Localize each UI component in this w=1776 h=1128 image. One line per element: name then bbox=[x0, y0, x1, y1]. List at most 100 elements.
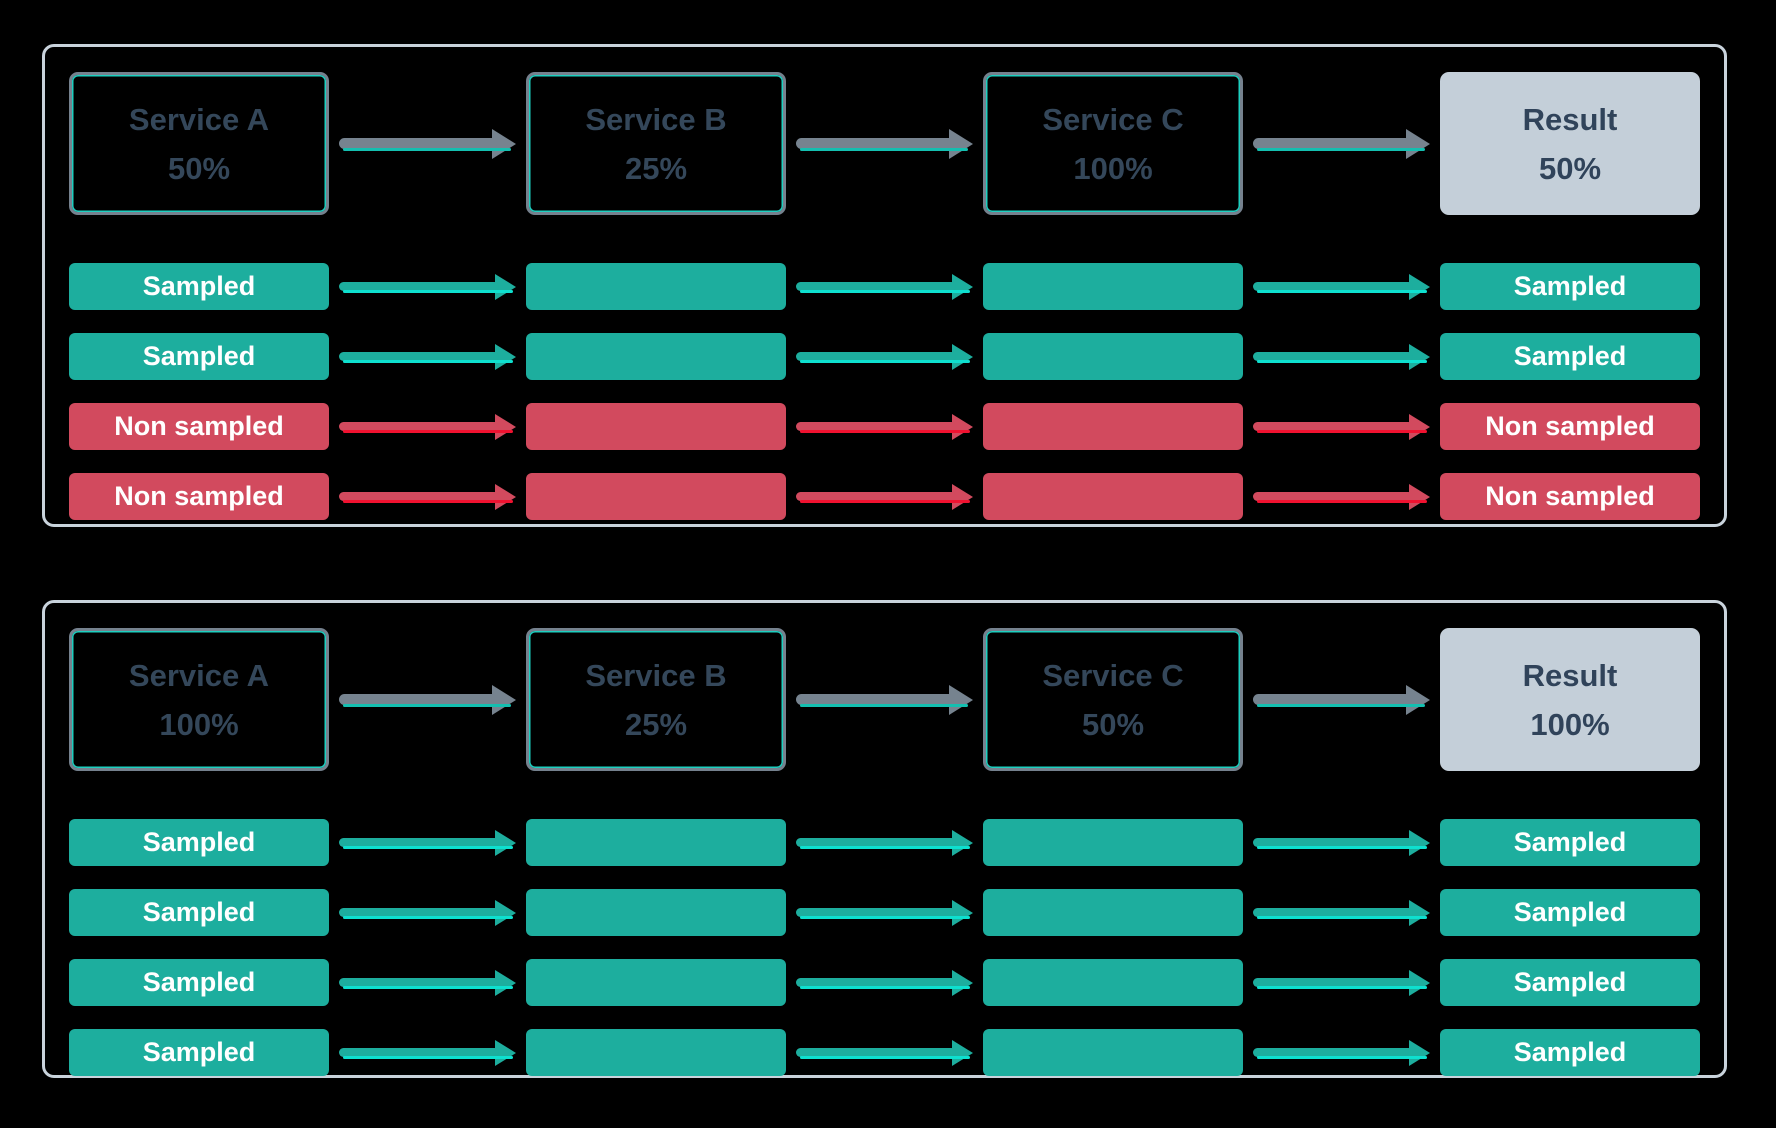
arrow-shaft bbox=[1253, 138, 1425, 151]
flow-arrow-icon bbox=[339, 680, 516, 720]
trace-label: Non sampled bbox=[69, 473, 329, 520]
arrow-head bbox=[1409, 1039, 1430, 1066]
arrow-head bbox=[1409, 413, 1430, 440]
arrow-underline bbox=[800, 148, 968, 151]
arrow-shaft bbox=[339, 422, 513, 433]
result-rate: 100% bbox=[1530, 706, 1610, 742]
trace-label: Sampled bbox=[1440, 889, 1700, 936]
trace-arrow-icon bbox=[339, 477, 516, 517]
arrow-shaft bbox=[339, 838, 513, 849]
trace-segment bbox=[526, 959, 786, 1006]
arrow-head bbox=[1409, 273, 1430, 300]
flow-arrow-icon bbox=[796, 680, 973, 720]
arrow-shaft bbox=[339, 492, 513, 503]
trace-label: Sampled bbox=[1440, 263, 1700, 310]
trace-arrow-icon bbox=[1253, 1033, 1430, 1073]
trace-label: Sampled bbox=[69, 1029, 329, 1076]
service-rate: 50% bbox=[167, 150, 231, 186]
trace-label: Sampled bbox=[69, 263, 329, 310]
trace-arrow-icon bbox=[796, 823, 973, 863]
trace-segment bbox=[983, 1029, 1243, 1076]
trace-segment bbox=[983, 403, 1243, 450]
trace-arrow-icon bbox=[1253, 267, 1430, 307]
flow-arrow-icon bbox=[339, 124, 516, 164]
service-rate: 25% bbox=[624, 706, 688, 742]
trace-segment bbox=[526, 403, 786, 450]
trace-arrow-icon bbox=[1253, 893, 1430, 933]
trace-arrow-icon bbox=[339, 1033, 516, 1073]
arrow-underline bbox=[343, 986, 513, 989]
trace-arrow-icon bbox=[1253, 477, 1430, 517]
arrow-underline bbox=[800, 846, 970, 849]
arrow-shaft bbox=[339, 352, 513, 363]
trace-row: Non sampled Non sampled bbox=[69, 473, 1700, 520]
trace-arrow-icon bbox=[339, 337, 516, 377]
trace-arrow-icon bbox=[1253, 407, 1430, 447]
arrow-underline bbox=[800, 1056, 970, 1059]
arrow-shaft bbox=[796, 694, 968, 707]
arrow-underline bbox=[1257, 704, 1425, 707]
arrow-underline bbox=[800, 430, 970, 433]
arrow-underline bbox=[343, 1056, 513, 1059]
service-name: Service B bbox=[585, 657, 727, 693]
arrow-head bbox=[495, 899, 516, 926]
arrow-underline bbox=[800, 360, 970, 363]
trace-label: Sampled bbox=[1440, 959, 1700, 1006]
trace-segment bbox=[526, 473, 786, 520]
trace-segment bbox=[526, 889, 786, 936]
arrow-shaft bbox=[1253, 838, 1427, 849]
arrow-underline bbox=[343, 430, 513, 433]
arrow-underline bbox=[800, 500, 970, 503]
arrow-head bbox=[1409, 829, 1430, 856]
arrow-shaft bbox=[1253, 908, 1427, 919]
trace-label: Sampled bbox=[1440, 1029, 1700, 1076]
trace-label: Non sampled bbox=[1440, 473, 1700, 520]
arrow-shaft bbox=[339, 978, 513, 989]
arrow-underline bbox=[800, 916, 970, 919]
arrow-underline bbox=[1257, 500, 1427, 503]
arrow-underline bbox=[343, 704, 511, 707]
arrow-underline bbox=[1257, 430, 1427, 433]
trace-label: Non sampled bbox=[1440, 403, 1700, 450]
arrow-underline bbox=[1257, 1056, 1427, 1059]
arrow-head bbox=[952, 829, 973, 856]
trace-arrow-icon bbox=[339, 407, 516, 447]
arrow-shaft bbox=[1253, 282, 1427, 293]
trace-label: Sampled bbox=[1440, 333, 1700, 380]
arrow-underline bbox=[1257, 360, 1427, 363]
arrow-shaft bbox=[796, 492, 970, 503]
arrow-underline bbox=[343, 500, 513, 503]
service-rate: 100% bbox=[159, 706, 239, 742]
trace-row: Non sampled Non sampled bbox=[69, 403, 1700, 450]
service-name: Service B bbox=[585, 101, 727, 137]
service-box: Service B 25% bbox=[526, 628, 786, 771]
arrow-underline bbox=[1257, 290, 1427, 293]
arrow-shaft bbox=[339, 694, 511, 707]
trace-label: Non sampled bbox=[69, 403, 329, 450]
trace-segment bbox=[526, 333, 786, 380]
arrow-underline bbox=[1257, 916, 1427, 919]
flow-arrow-icon bbox=[1253, 124, 1430, 164]
trace-arrow-icon bbox=[796, 477, 973, 517]
trace-arrow-icon bbox=[796, 337, 973, 377]
trace-segment bbox=[983, 473, 1243, 520]
trace-row: Sampled Sampled bbox=[69, 1029, 1700, 1076]
trace-arrow-icon bbox=[339, 963, 516, 1003]
arrow-shaft bbox=[796, 352, 970, 363]
arrow-underline bbox=[343, 916, 513, 919]
trace-segment bbox=[983, 819, 1243, 866]
trace-label: Sampled bbox=[69, 889, 329, 936]
trace-arrow-icon bbox=[1253, 963, 1430, 1003]
arrow-head bbox=[952, 483, 973, 510]
arrow-underline bbox=[1257, 148, 1425, 151]
flow-arrow-icon bbox=[1253, 680, 1430, 720]
arrow-shaft bbox=[1253, 978, 1427, 989]
trace-segment bbox=[983, 333, 1243, 380]
trace-row: Sampled Sampled bbox=[69, 889, 1700, 936]
